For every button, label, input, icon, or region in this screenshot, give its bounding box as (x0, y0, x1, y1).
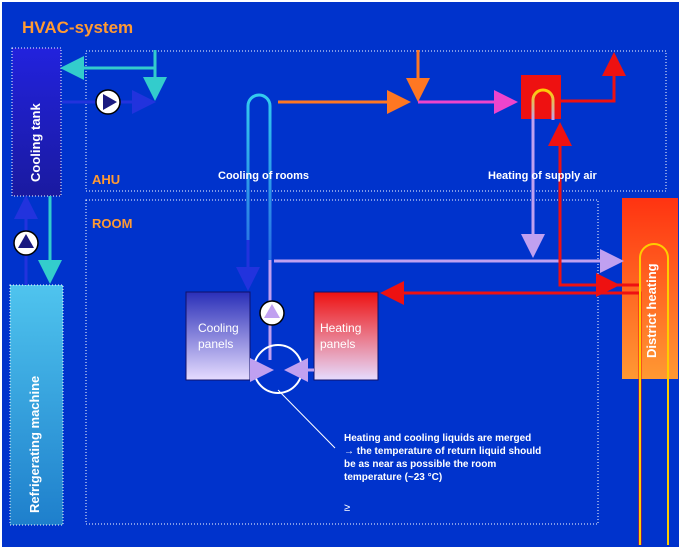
diagram-title: HVAC-system (22, 18, 134, 37)
district-heating-loop (639, 243, 669, 545)
room-label: ROOM (92, 216, 133, 231)
merge-note: Heating and cooling liquids are merged →… (344, 433, 542, 483)
pump-icon-refrigerator (13, 230, 39, 256)
cooling-tank-label: Cooling tank (28, 103, 43, 182)
cooling-coil (246, 93, 272, 360)
supply-air-out (561, 52, 626, 103)
cooling-panels-label: Cooling panels (198, 321, 239, 351)
heating-coil-box (521, 75, 561, 119)
room-zone (85, 199, 599, 525)
refrigerating-machine-box (9, 284, 64, 526)
ahu-label: AHU (92, 172, 121, 187)
cooling-tank-box (11, 47, 62, 197)
heating-coil (531, 88, 555, 120)
heating-panels-label: Heating panels (320, 321, 362, 351)
heating-panels-box (313, 291, 379, 381)
cooling-panels-box (185, 291, 251, 381)
symbol-marker: ≥ (344, 502, 351, 514)
pump-icon-tank (95, 89, 121, 115)
refrigerating-machine-label: Refrigerating machine (27, 375, 42, 513)
pump-icon-room (259, 300, 285, 326)
note-leader-line (277, 389, 336, 449)
cooling-of-rooms-label: Cooling of rooms (218, 170, 310, 182)
district-heating-label: District heating (644, 263, 659, 358)
heating-of-supply-air-label: Heating of supply air (488, 170, 597, 182)
